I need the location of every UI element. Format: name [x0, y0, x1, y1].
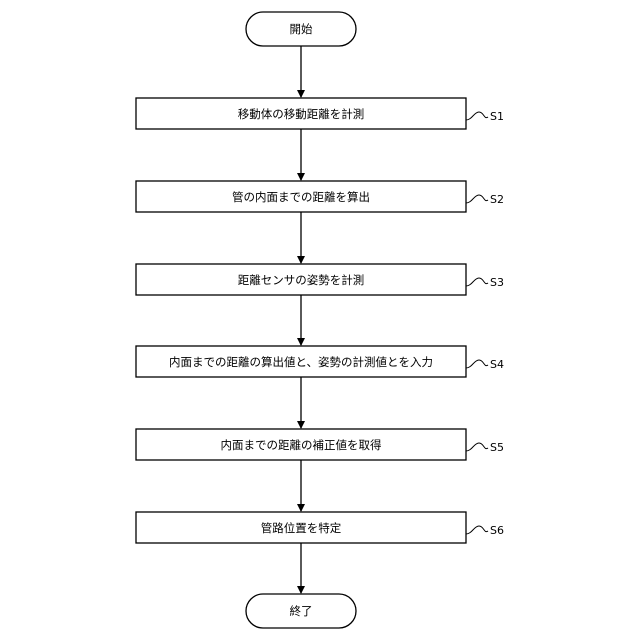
- start-label: 開始: [290, 22, 313, 36]
- step-tag: S1: [490, 110, 504, 123]
- end-terminal: 終了: [246, 594, 356, 628]
- end-label: 終了: [290, 604, 313, 618]
- process-step-s6: 管路位置を特定 S6: [136, 512, 504, 543]
- process-step-s5: 内面までの距離の補正値を取得 S5: [136, 429, 504, 460]
- step-tag: S3: [490, 276, 504, 289]
- step-label: 内面までの距離の算出値と、姿勢の計測値とを入力: [169, 355, 433, 369]
- step-label: 移動体の移動距離を計測: [238, 107, 365, 121]
- process-step-s1: 移動体の移動距離を計測 S1: [136, 98, 504, 129]
- step-label: 管路位置を特定: [261, 521, 342, 535]
- step-tag: S2: [490, 193, 504, 206]
- step-label: 管の内面までの距離を算出: [232, 190, 370, 204]
- process-step-s3: 距離センサの姿勢を計測 S3: [136, 264, 504, 295]
- step-leader-line: [466, 360, 488, 368]
- step-leader-line: [466, 443, 488, 451]
- start-terminal: 開始: [246, 12, 356, 46]
- step-leader-line: [466, 526, 488, 534]
- step-tag: S4: [490, 358, 504, 371]
- step-tag: S5: [490, 441, 504, 454]
- step-leader-line: [466, 195, 488, 203]
- process-step-s2: 管の内面までの距離を算出 S2: [136, 181, 504, 212]
- step-label: 内面までの距離の補正値を取得: [221, 438, 382, 452]
- process-step-s4: 内面までの距離の算出値と、姿勢の計測値とを入力 S4: [136, 346, 504, 377]
- step-tag: S6: [490, 524, 504, 537]
- step-leader-line: [466, 278, 488, 286]
- step-label: 距離センサの姿勢を計測: [238, 273, 365, 287]
- step-leader-line: [466, 112, 488, 120]
